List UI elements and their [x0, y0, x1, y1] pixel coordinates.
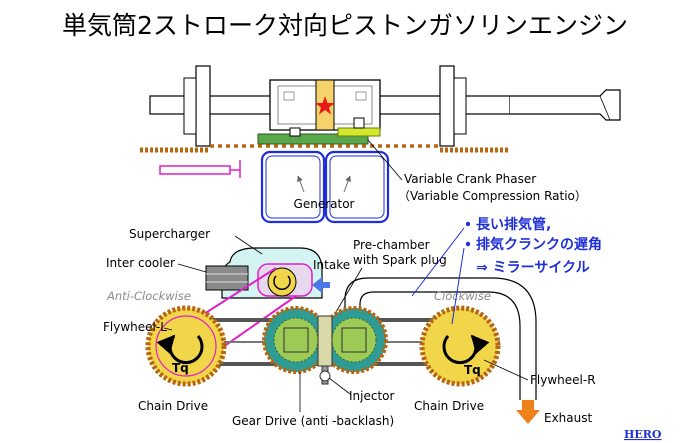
inter-cooler	[205, 265, 249, 291]
flywheel-right-rotation-arrow	[442, 334, 490, 365]
output-crank-mark	[599, 95, 611, 121]
flywheel-left-pulley	[155, 315, 217, 377]
note-line-1: 長い排気管,	[476, 216, 551, 233]
anti-clockwise-label: Anti-Clockwise	[106, 289, 191, 303]
injector-leader	[328, 377, 351, 395]
injector-tip	[319, 370, 331, 382]
note-line-2: 排気クランクの遅角	[476, 236, 602, 253]
cylinder-column	[317, 315, 333, 367]
note-leader-exhaust	[411, 227, 465, 297]
flywheel-right: Tq	[419, 305, 501, 387]
piston-detail	[283, 91, 295, 101]
flywheel-l-label: Flywheel-L	[103, 320, 167, 334]
hero-link[interactable]: HERO	[624, 428, 662, 441]
clockwise-label: Clockwise	[434, 289, 491, 303]
note-line-3: ⇒ ミラーサイクル	[476, 260, 590, 276]
gear-drive-label: Gear Drive (anti -backlash)	[232, 414, 394, 428]
variable-crank-phaser-label: Variable Crank Phaser	[404, 172, 536, 186]
flywheel-right-rim	[419, 305, 501, 387]
chain-drive-left-label: Chain Drive	[138, 399, 208, 413]
intake-arrow	[312, 277, 330, 293]
gear-train-top	[257, 133, 369, 145]
intake-label: Intake	[313, 258, 350, 272]
note-bullet	[465, 241, 471, 247]
gear-stub	[289, 127, 301, 137]
generator: Generator	[260, 150, 390, 224]
page-title: 単気筒2ストローク対向ピストンガソリンエンジン	[62, 11, 628, 40]
generator-arrow-left	[297, 175, 305, 193]
generator-left-inner	[265, 155, 321, 219]
miller-cycle-notes: 長い排気管, 排気クランクの遅角 ⇒ ミラーサイクル	[411, 216, 602, 325]
supercharger-rotation-arrow	[273, 275, 291, 291]
prechamber-label-line2: with Spark plug	[353, 253, 447, 267]
right-flange-hub	[453, 77, 467, 135]
gear-right-inner	[331, 317, 377, 363]
prechamber-label-line1: Pre-chamber	[353, 238, 430, 252]
gear-left-hub	[283, 327, 309, 353]
gear-right-hub	[341, 327, 367, 353]
variable-compression-ratio-label: （Variable Compression Ratio）	[398, 189, 587, 203]
note-bullet	[465, 221, 471, 227]
inter-cooler-label: Inter cooler	[106, 256, 175, 270]
supercharger-label: Supercharger	[129, 227, 210, 241]
prechamber-leader	[335, 267, 363, 313]
chain-drive-right-label: Chain Drive	[414, 399, 484, 413]
gear-drive	[262, 306, 388, 385]
left-flange	[195, 65, 211, 147]
flywheel-l-leader	[163, 327, 173, 331]
right-flange	[439, 65, 455, 147]
flywheel-r-label: Flywheel-R	[530, 373, 596, 387]
generator-right-inner	[329, 155, 385, 219]
left-flange-hub	[183, 77, 197, 135]
gear-left-inner	[273, 317, 319, 363]
flywheel-left-rim	[145, 305, 227, 387]
flywheel-left: Tq	[145, 305, 227, 387]
top-view	[140, 65, 621, 178]
generator-arrow-right	[343, 175, 351, 193]
pink-linkage	[159, 165, 231, 175]
flywheel-left-rotation-arrow	[156, 334, 204, 365]
output-crank	[510, 89, 621, 121]
injector-label: Injector	[349, 389, 395, 403]
generator-right	[324, 150, 390, 224]
tq-right-label: Tq	[464, 363, 481, 377]
supercharger-leader	[234, 235, 263, 255]
generator-label: Generator	[294, 197, 355, 211]
supercharger-pulley	[267, 267, 297, 297]
inter-cooler-leader	[177, 263, 207, 273]
piston-detail	[355, 91, 367, 101]
exhaust-pipe-outer	[344, 277, 537, 400]
gear-stub	[353, 117, 365, 129]
spark-star	[315, 96, 335, 115]
note-leader-crank	[451, 247, 465, 325]
exhaust-pipe-inner	[359, 291, 521, 400]
generator-left	[260, 150, 326, 224]
exhaust-arrow	[516, 400, 540, 424]
exhaust-pipe	[344, 277, 540, 424]
phaser-gear	[337, 127, 381, 137]
tq-left-label: Tq	[172, 361, 189, 375]
exhaust-label: Exhaust	[544, 411, 593, 425]
phaser-leader	[367, 139, 403, 181]
flywheel-r-leader	[483, 359, 529, 381]
